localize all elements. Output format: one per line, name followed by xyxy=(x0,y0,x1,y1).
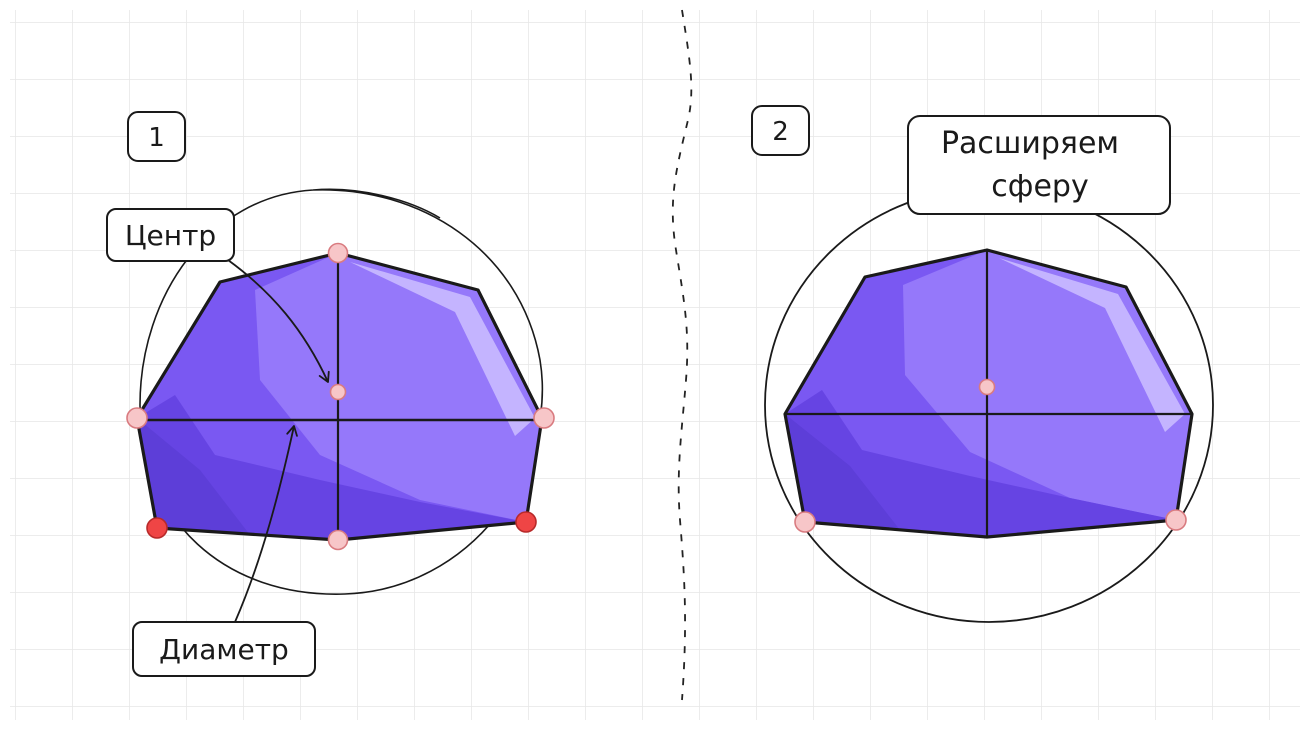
center-label: Центр xyxy=(125,219,216,252)
panel-1: 1 Центр Диаметр xyxy=(106,111,555,677)
panel-separator xyxy=(671,9,693,701)
caption-line-2: сферу xyxy=(991,169,1088,204)
bounding-sphere xyxy=(139,188,544,595)
center-label-box xyxy=(106,208,235,262)
center-point xyxy=(329,383,347,401)
panel-2: 2 Расширяем сферу xyxy=(751,105,1214,623)
outside-point-right xyxy=(515,511,537,533)
panel-number: 2 xyxy=(772,117,789,147)
extreme-point-right xyxy=(533,407,555,429)
boundary-point-right xyxy=(1165,509,1187,531)
boundary-point-left xyxy=(794,511,816,533)
extreme-point-bottom xyxy=(327,529,349,551)
panel-number: 1 xyxy=(148,123,165,153)
panel-number-box xyxy=(127,111,186,162)
diameter-arrow xyxy=(234,425,298,623)
center-point xyxy=(978,378,996,396)
panel-number-box xyxy=(751,105,810,156)
extreme-point-top xyxy=(327,242,349,264)
caption-box xyxy=(907,115,1171,215)
diameter-label: Диаметр xyxy=(159,633,289,666)
diameter-label-box xyxy=(132,621,316,677)
caption-line-1: Расширяем xyxy=(941,126,1119,161)
outside-point-left xyxy=(146,517,168,539)
extreme-point-left xyxy=(126,407,148,429)
polyhedron-shape xyxy=(135,251,544,542)
center-arrow xyxy=(227,259,330,383)
